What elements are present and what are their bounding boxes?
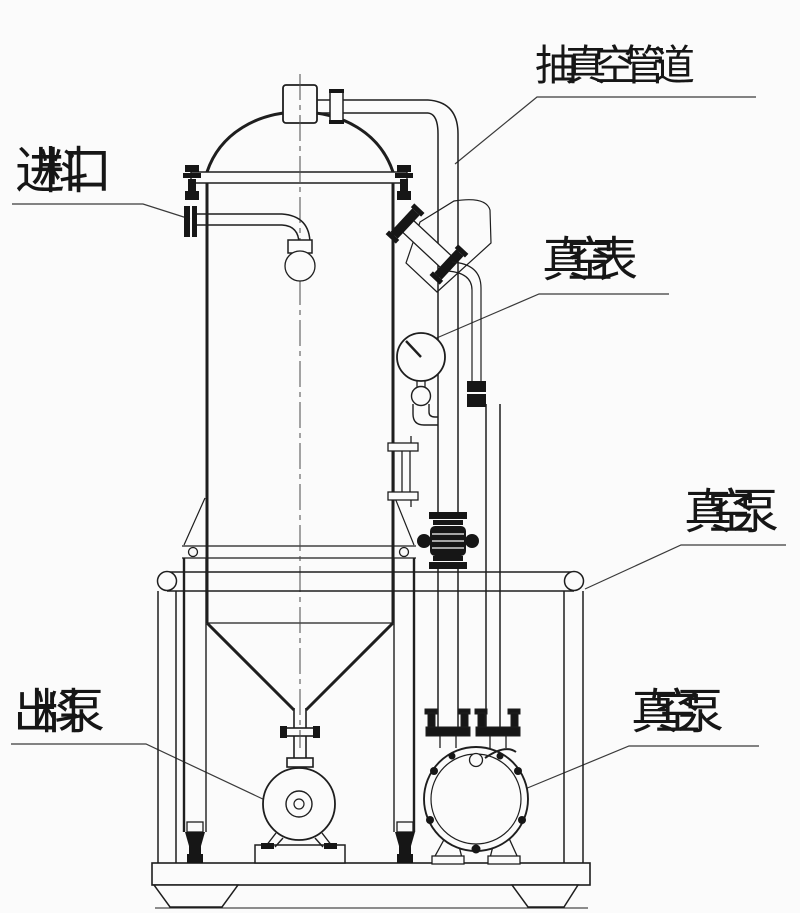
label-discharge-pump: 出料泵 — [13, 686, 105, 739]
pipe-flange — [329, 90, 344, 123]
vacuum-pipeline — [317, 89, 501, 727]
pump-fill-port — [468, 752, 484, 768]
label-vacuum-pump-lower: 真空泵 — [631, 686, 724, 739]
callout-labels: 抽真空管道 进料口 真空表 真空泵 真空泵 出料泵 — [13, 42, 779, 739]
gauge-fitting — [410, 385, 432, 407]
vacuum-tank — [182, 110, 416, 768]
pump-base — [254, 844, 346, 864]
tank-dome-flange — [190, 171, 408, 184]
discharge-pump — [254, 767, 346, 864]
frame-foot-right — [510, 884, 580, 908]
leader-feed-inlet — [12, 203, 191, 220]
spray-ball — [284, 250, 316, 282]
casing-bolts — [426, 752, 526, 854]
frame-bottom-rail — [151, 862, 591, 886]
label-vacuum-gauge: 真空表 — [542, 234, 638, 287]
frame-foot-left — [152, 884, 240, 908]
gusset-right — [394, 497, 415, 546]
flange-bolts — [183, 165, 413, 200]
angled-sight-glass — [385, 199, 492, 407]
leader-lines — [11, 96, 786, 802]
pump-hub — [285, 790, 313, 818]
pump-port-flanges — [424, 708, 521, 748]
feed-inlet-assembly — [184, 206, 316, 282]
inlet-flange — [184, 206, 190, 237]
pump-body — [262, 767, 336, 841]
pipeline-valve — [417, 512, 479, 569]
leader-vacuum-gauge — [431, 293, 669, 341]
base-frame — [151, 570, 591, 909]
leader-vacuum-pump-lower — [524, 745, 759, 790]
label-vacuum-pump-upper: 真空泵 — [684, 486, 779, 539]
leader-vacuum-pipeline — [454, 96, 756, 165]
cone-left — [205, 621, 296, 712]
gauge-needle — [405, 340, 422, 358]
sight-glass-body — [405, 199, 492, 293]
label-vacuum-pipeline: 抽真空管道 — [535, 42, 695, 89]
leader-discharge-pump — [11, 743, 268, 802]
label-feed-inlet: 进料口 — [15, 143, 112, 199]
vacuum-pump — [423, 708, 529, 865]
gusset-left — [183, 497, 206, 546]
pump-handle — [484, 748, 517, 759]
leveling-foot-right — [395, 821, 415, 863]
cone-right — [304, 621, 395, 712]
level-gauge — [387, 436, 419, 507]
tank-section-flange — [182, 545, 416, 559]
vacuum-gauge — [396, 332, 446, 426]
leveling-foot-left — [185, 821, 205, 863]
leader-vacuum-pump-upper — [584, 544, 786, 590]
tank-support-legs — [182, 558, 416, 863]
